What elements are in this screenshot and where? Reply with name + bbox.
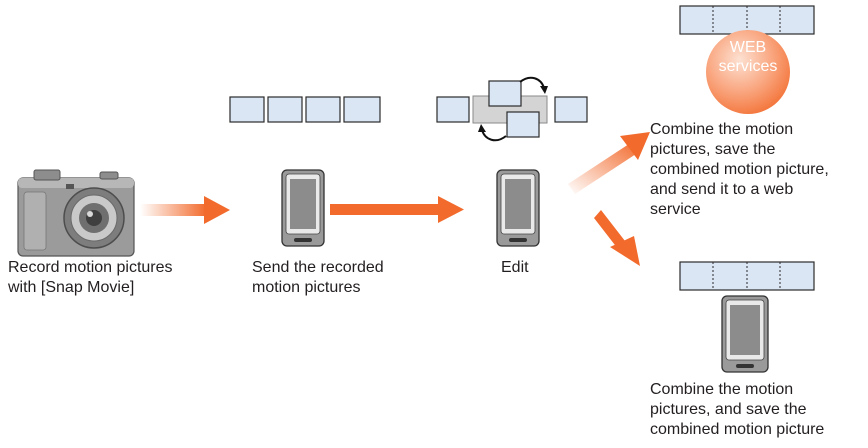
- save-caption-line: pictures, and save the: [650, 401, 807, 418]
- smartphone-icon: [281, 169, 325, 247]
- web-caption-line: service: [650, 201, 701, 218]
- record-caption-line2: with [Snap Movie]: [8, 279, 135, 296]
- edit-caption-text: Edit: [501, 259, 529, 276]
- clip-rearrange-icon: [436, 76, 588, 142]
- save-caption-line: combined motion picture: [650, 421, 825, 438]
- web-services-badge: [706, 30, 790, 114]
- smartphone-icon: [721, 295, 769, 373]
- send-caption: Send the recorded motion pictures: [252, 258, 384, 298]
- web-caption-line: combined motion picture,: [650, 161, 829, 178]
- record-caption-line1: Record motion pictures: [8, 259, 173, 276]
- web-caption-line: pictures, save the: [650, 141, 776, 158]
- clip-strip-send: [229, 96, 381, 123]
- combined-clip-strip-save: [679, 261, 815, 291]
- save-caption: Combine the motion pictures, and save th…: [650, 380, 824, 440]
- combined-clip-strip-web: [679, 5, 815, 35]
- arrow-save-icon: [594, 210, 640, 266]
- web-caption-line: and send it to a web: [650, 181, 794, 198]
- send-caption-line1: Send the recorded: [252, 259, 384, 276]
- web-services-label: WEB services: [703, 38, 793, 76]
- web-caption: Combine the motion pictures, save the co…: [650, 120, 829, 220]
- arrow-upload-icon: [568, 132, 650, 194]
- web-caption-line: Combine the motion: [650, 121, 794, 138]
- send-caption-line2: motion pictures: [252, 279, 361, 296]
- web-badge-line2: services: [718, 58, 778, 75]
- smartphone-icon: [496, 169, 540, 247]
- web-badge-line1: WEB: [729, 39, 767, 56]
- edit-caption: Edit: [501, 258, 529, 278]
- record-caption: Record motion pictures with [Snap Movie]: [8, 258, 173, 298]
- arrow-transfer-icon: [140, 196, 230, 224]
- arrow-edit-icon: [330, 196, 464, 223]
- camera-icon: [17, 169, 135, 257]
- save-caption-line: Combine the motion: [650, 381, 794, 398]
